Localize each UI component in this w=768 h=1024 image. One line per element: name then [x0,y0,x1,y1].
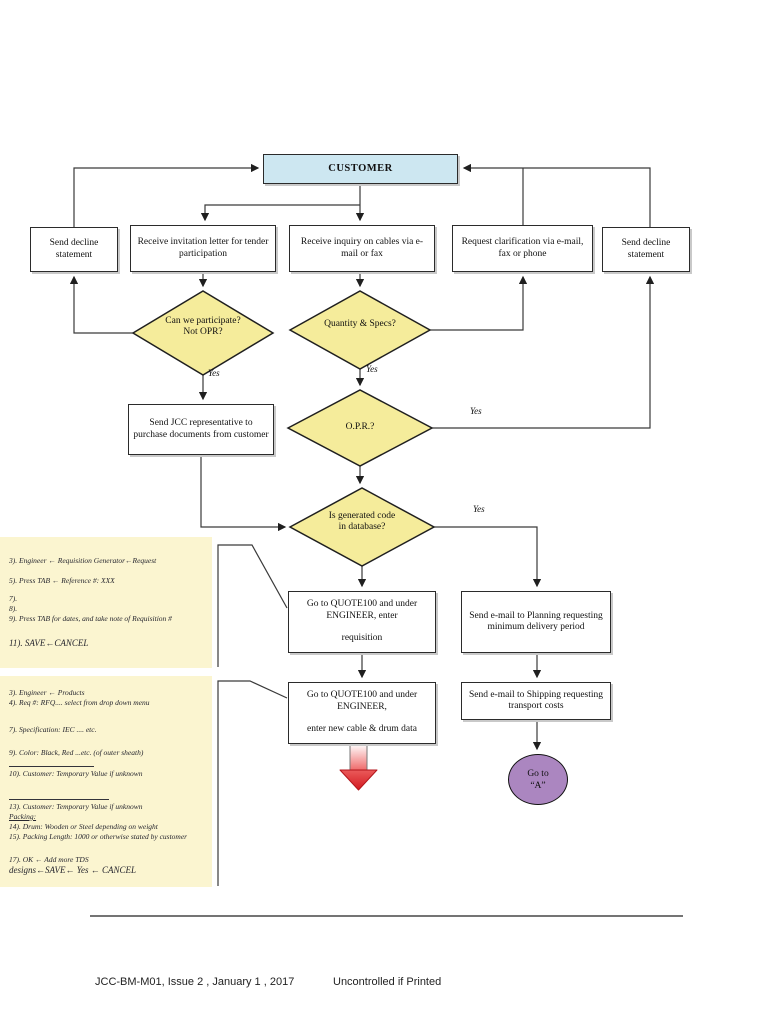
send-decline-left-box: Send decline statement [30,227,118,272]
decision-opr-shape [286,389,434,467]
quote100-cable-box: Go to QUOTE100 and under ENGINEER, enter… [288,682,436,744]
goto-a-line1: Go to [527,768,549,779]
connector-participate-no-to-decline-left [69,275,133,334]
separator-line [9,766,94,767]
note2-line: 13). Customer: Temporary Value if unknow… [9,802,143,811]
send-decline-right-box: Send decline statement [602,227,690,272]
connector-codecheck-yes-to-planning [434,526,542,588]
note1-line: 3). Engineer ← Requisition Generator←Req… [9,556,157,565]
quote100-cable-line2: enter new cable & drum data [307,724,417,735]
note1-line: 9). Press TAB for dates, and take note o… [9,614,172,623]
goto-a-line2: “A” [530,780,546,791]
yes-label-quantity: Yes [366,364,378,374]
note1-line: 11). SAVE←CANCEL [9,638,89,648]
connector-decline-right-to-customer [462,163,651,227]
yes-label-codecheck: Yes [473,504,485,514]
note2-line: 17). OK ← Add more TDS [9,855,89,864]
red-down-arrow-icon [339,743,378,791]
yes-label-opr: Yes [470,406,482,416]
note1-line: 5). Press TAB ← Reference #: XXX [9,576,115,585]
goto-a-terminator: Go to “A” [508,754,568,805]
quote100-cable-line1: Go to QUOTE100 and under ENGINEER, [306,690,418,712]
note2-line: designs←SAVE← Yes ← CANCEL [9,865,136,875]
quote100-requisition-box: Go to QUOTE100 and under ENGINEER, enter… [288,591,436,653]
decision-participate-label: Can we participate? Not OPR? [165,316,241,337]
quote100-requisition-line2: requisition [341,633,383,644]
decision-codecheck-label: Is generated code in database? [328,511,396,532]
note2-line: 9). Color: Black, Red ...etc. (of outer … [9,748,144,757]
connector-quantity-no-to-clarification [430,275,528,331]
uncontrolled-watermark: Uncontrolled if Printed [333,976,442,988]
note2-line: 14). Drum: Wooden or Steel depending on … [9,822,158,831]
connector-opr-yes-to-decline-right [432,275,655,429]
decision-quantity-shape [288,290,432,370]
note2-line: 4). Req #: RFQ.... select from drop down… [9,698,150,707]
note2-line: 3). Engineer ← Products [9,688,85,697]
note2-line: 7). Specification: IEC .... etc. [9,725,97,734]
decision-codecheck-shape [288,487,436,567]
document-reference: JCC-BM-M01, Issue 2 , January 1 , 2017 [95,976,295,988]
decision-opr-label: O.P.R.? [345,422,375,432]
decision-participate-shape [131,290,275,376]
email-shipping-box: Send e-mail to Shipping requesting trans… [461,682,611,720]
yes-label-participate: Yes [208,368,220,378]
connector-jcc-to-codecheck [200,455,287,532]
note2-line: 10). Customer: Temporary Value if unknow… [9,769,143,778]
request-clarification-box: Request clarification via e-mail, fax or… [452,225,593,272]
note2-packing-heading: Packing: [9,812,37,821]
note1-line: 8). [9,604,18,613]
note2-line: 15). Packing Length: 1000 or otherwise s… [9,832,188,841]
send-jcc-representative-box: Send JCC representative to purchase docu… [128,404,274,455]
callout-note1 [217,544,288,667]
receive-invitation-box: Receive invitation letter for tender par… [130,225,276,272]
note-requisition-steps: 3). Engineer ← Requisition Generator←Req… [0,537,212,668]
receive-inquiry-box: Receive inquiry on cables via e-mail or … [289,225,435,272]
note-cable-data-steps: 3). Engineer ← Products 4). Req #: RFQ..… [0,676,212,887]
email-planning-box: Send e-mail to Planning requesting minim… [461,591,611,653]
connector-customer-to-invitation [200,204,360,222]
quote100-requisition-line1: Go to QUOTE100 and under ENGINEER, enter [306,599,418,621]
connector-decline-left-to-customer [73,163,260,227]
callout-note2 [217,680,288,886]
customer-box: CUSTOMER [263,154,458,184]
note1-line: 7). [9,594,18,603]
separator-line [9,799,109,800]
decision-quantity-label: Quantity & Specs? [324,319,396,329]
